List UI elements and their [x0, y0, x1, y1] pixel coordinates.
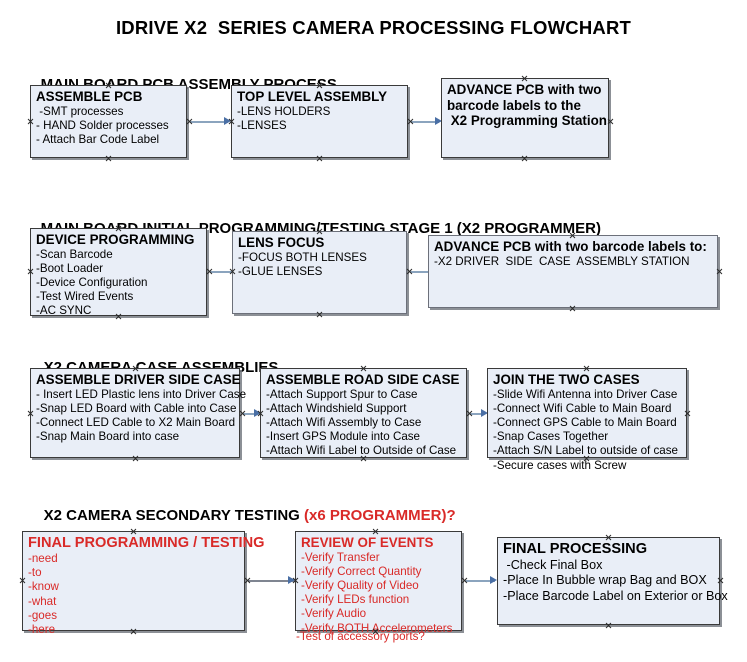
- box-overflow-line: -Test of accessory ports?: [296, 630, 425, 643]
- box-line: -Attach Wifi Assembly to Case: [266, 416, 422, 429]
- box-line: X2 Programming Station: [447, 113, 607, 129]
- box-line: -Secure cases with Screw: [493, 458, 627, 472]
- box-line: -Verify Correct Quantity: [301, 564, 422, 578]
- arrowhead-icon: [254, 409, 261, 417]
- box-final-programming-testing[interactable]: FINAL PROGRAMMING / TESTING -need -to -k…: [22, 531, 265, 636]
- box-line: -Device Configuration: [36, 276, 148, 289]
- box-line: -Verify Quality of Video: [301, 579, 419, 592]
- box-line: -Verify LEDs function: [301, 593, 410, 607]
- box-title: FINAL PROCESSING: [503, 541, 648, 557]
- box-assemble-pcb[interactable]: ASSEMBLE PCB -SMT processes - HAND Solde…: [30, 85, 187, 158]
- connector-assemble-pcb-to-top-level: [190, 121, 228, 123]
- connector-review-to-final-processing: [465, 580, 495, 582]
- box-line: -here: [28, 623, 56, 637]
- box-assemble-road-side-case[interactable]: ASSEMBLE ROAD SIDE CASE -Attach Support …: [260, 368, 467, 458]
- box-line: -Verify BOTH Accelerometers: [301, 621, 453, 635]
- box-lens-focus[interactable]: LENS FOCUS -FOCUS BOTH LENSES -GLUE LENS…: [232, 231, 407, 314]
- box-device-programming[interactable]: DEVICE PROGRAMMING -Scan Barcode -Boot L…: [30, 228, 207, 318]
- box-line: -Attach Wifi Label to Outside of Case: [266, 444, 457, 458]
- box-line: -AC SYNC: [36, 304, 92, 318]
- box-line: -Verify Audio: [301, 607, 367, 621]
- box-line: -Attach Windshield Support: [266, 401, 407, 415]
- box-advance-pcb-driver-side[interactable]: ADVANCE PCB with two barcode labels to: …: [428, 235, 718, 308]
- box-line: -Snap Cases Together: [493, 430, 609, 444]
- box-line: -what: [28, 594, 57, 608]
- box-line: -GLUE LENSES: [238, 264, 323, 278]
- connector-driver-case-to-road-case: [243, 413, 258, 415]
- box-assemble-driver-side-case[interactable]: ASSEMBLE DRIVER SIDE CASE - Insert LED P…: [30, 368, 247, 458]
- box-title: ASSEMBLE DRIVER SIDE CASE: [36, 372, 241, 387]
- box-title: TOP LEVEL ASSEMBLY: [237, 89, 388, 104]
- arrowhead-icon: [481, 409, 488, 417]
- box-line: -to: [28, 566, 42, 580]
- box-line: -Attach Support Spur to Case: [266, 387, 418, 401]
- box-final-processing[interactable]: FINAL PROCESSING -Check Final Box -Place…: [497, 537, 728, 625]
- box-line: -need: [28, 552, 58, 565]
- connector-device-programming-to-lens-focus: [210, 271, 236, 273]
- connector-lens-focus-to-advance-pcb: [410, 271, 436, 273]
- box-top-level-assembly[interactable]: TOP LEVEL ASSEMBLY -LENS HOLDERS -LENSES: [231, 85, 408, 158]
- section-heading-note: (x6 PROGRAMMER)?: [303, 507, 456, 524]
- box-line: -Check Final Box: [503, 558, 603, 572]
- box-title: ADVANCE PCB with two barcode labels to:: [434, 239, 707, 254]
- box-line: -Connect LED Cable to X2 Main Board: [36, 416, 236, 429]
- connector-final-programming-to-review: [248, 580, 296, 582]
- box-title: ASSEMBLE PCB: [36, 89, 143, 104]
- box-line: -Attach S/N Label to outside of case: [493, 444, 678, 458]
- box-line: - Attach Bar Code Label: [36, 133, 160, 146]
- box-line: -LENSES: [237, 118, 287, 132]
- connector-road-case-to-join-cases: [470, 413, 484, 415]
- box-line: -Test Wired Events: [36, 290, 134, 304]
- box-line: -Snap LED Board with Cable into Case: [36, 401, 237, 415]
- section-heading-x2-camera-secondary-testing: X2 CAMERA SECONDARY TESTING (x6 PROGRAMM…: [27, 490, 456, 541]
- box-title: DEVICE PROGRAMMING: [36, 232, 195, 247]
- box-line: -Slide Wifi Antenna into Driver Case: [493, 387, 678, 401]
- arrowhead-icon: [288, 576, 295, 584]
- box-line: -goes: [28, 608, 58, 622]
- arrowhead-icon: [224, 117, 231, 125]
- box-line: -Connect GPS Cable to Main Board: [493, 416, 677, 429]
- box-line: -Insert GPS Module into Case: [266, 430, 421, 444]
- arrowhead-icon: [490, 576, 497, 584]
- box-review-of-events[interactable]: REVIEW OF EVENTS -Verify Transfer -Verif…: [295, 531, 462, 635]
- box-join-the-two-cases[interactable]: JOIN THE TWO CASES -Slide Wifi Antenna i…: [487, 368, 687, 472]
- box-line: -Scan Barcode: [36, 247, 113, 261]
- box-line: -FOCUS BOTH LENSES: [238, 250, 367, 264]
- page-title: IDRIVE X2 SERIES CAMERA PROCESSING FLOWC…: [115, 17, 632, 38]
- arrowhead-icon: [435, 117, 442, 125]
- box-line: -know: [28, 580, 59, 594]
- section-heading-text: X2 CAMERA SECONDARY TESTING: [43, 507, 304, 524]
- box-title: JOIN THE TWO CASES: [493, 372, 640, 387]
- box-line: -Snap Main Board into case: [36, 430, 180, 444]
- box-title: FINAL PROGRAMMING / TESTING: [28, 535, 265, 551]
- box-line: -LENS HOLDERS: [237, 104, 331, 118]
- box-line: -SMT processes: [36, 104, 124, 118]
- box-line: - HAND Solder processes: [36, 118, 169, 132]
- box-line: -Connect Wifi Cable to Main Board: [493, 401, 672, 415]
- connector-top-level-to-advance-pcb: [411, 121, 439, 123]
- box-line: -Boot Loader: [36, 261, 104, 275]
- box-line: -Place In Bubble wrap Bag and BOX: [503, 573, 707, 588]
- box-title: REVIEW OF EVENTS: [301, 535, 434, 550]
- box-title: LENS FOCUS: [238, 235, 325, 250]
- box-line: barcode labels to the: [447, 97, 581, 113]
- box-title: ADVANCE PCB with two: [447, 82, 602, 97]
- box-title: ASSEMBLE ROAD SIDE CASE: [266, 372, 460, 387]
- box-advance-pcb-programming-station[interactable]: ADVANCE PCB with two barcode labels to t…: [441, 78, 609, 158]
- box-line: - Insert LED Plastic lens into Driver Ca…: [36, 387, 247, 401]
- box-line: -Verify Transfer: [301, 550, 380, 564]
- box-line: -X2 DRIVER SIDE CASE ASSEMBLY STATION: [434, 254, 690, 268]
- box-line: -Place Barcode Label on Exterior or Box: [503, 588, 728, 603]
